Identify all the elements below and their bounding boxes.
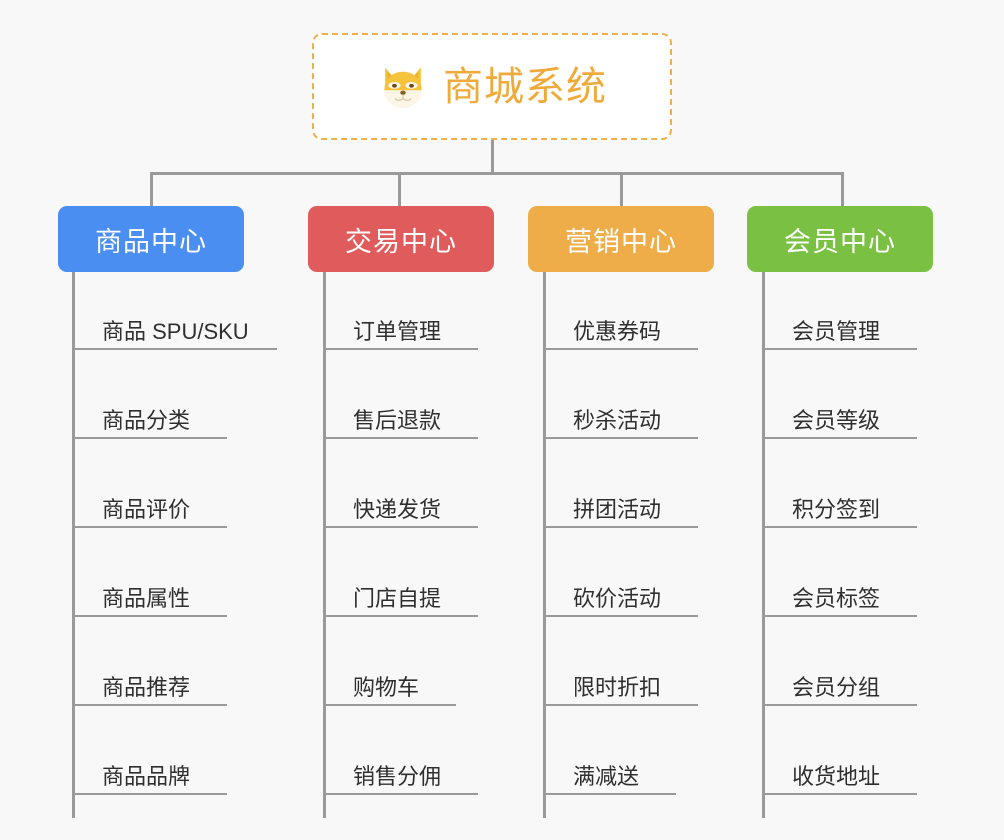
branch-header-4[interactable]: 会员中心 (747, 206, 933, 272)
leaf-label: 订单管理 (353, 319, 442, 344)
leaf-item[interactable]: 商品评价 (72, 484, 227, 528)
leaf-item[interactable]: 拼团活动 (543, 484, 698, 528)
shiba-dog-face-icon (377, 61, 429, 113)
leaf-label: 会员管理 (792, 319, 881, 344)
leaf-label: 门店自提 (353, 586, 442, 611)
leaf-label: 商品属性 (102, 586, 191, 611)
leaf-label: 商品推荐 (102, 675, 191, 700)
leaf-label: 销售分佣 (353, 764, 442, 789)
leaf-item[interactable]: 会员分组 (762, 662, 917, 706)
leaf-label: 拼团活动 (573, 497, 662, 522)
leaf-label: 满减送 (573, 764, 640, 789)
leaf-item[interactable]: 会员管理 (762, 306, 917, 350)
leaf-label: 商品 SPU/SKU (102, 319, 249, 344)
leaf-item[interactable]: 会员标签 (762, 573, 917, 617)
leaf-item[interactable]: 购物车 (323, 662, 456, 706)
leaf-label: 商品评价 (102, 497, 191, 522)
leaf-label: 积分签到 (792, 497, 881, 522)
leaf-item[interactable]: 会员等级 (762, 395, 917, 439)
leaf-label: 会员等级 (792, 408, 881, 433)
branch-header-2[interactable]: 交易中心 (308, 206, 494, 272)
leaf-item[interactable]: 销售分佣 (323, 751, 478, 795)
leaf-label: 限时折扣 (573, 675, 662, 700)
branch-header-3[interactable]: 营销中心 (528, 206, 714, 272)
connector-horizontal-bus (151, 172, 843, 175)
leaf-item[interactable]: 售后退款 (323, 395, 478, 439)
connector-drop-3 (620, 172, 623, 208)
leaf-item[interactable]: 积分签到 (762, 484, 917, 528)
branch-label-1: 商品中心 (95, 226, 207, 257)
leaf-label: 会员分组 (792, 675, 881, 700)
leaf-label: 优惠券码 (573, 319, 662, 344)
leaf-item[interactable]: 门店自提 (323, 573, 478, 617)
branch-trunk-3 (543, 272, 546, 818)
connector-drop-2 (398, 172, 401, 208)
connector-root-stub (491, 140, 494, 174)
leaf-label: 砍价活动 (573, 586, 662, 611)
leaf-item[interactable]: 商品属性 (72, 573, 227, 617)
connector-drop-4 (841, 172, 844, 208)
leaf-item[interactable]: 砍价活动 (543, 573, 698, 617)
branch-label-3: 营销中心 (565, 226, 677, 257)
leaf-item[interactable]: 收货地址 (762, 751, 917, 795)
leaf-label: 商品分类 (102, 408, 191, 433)
leaf-item[interactable]: 商品分类 (72, 395, 227, 439)
leaf-item[interactable]: 订单管理 (323, 306, 478, 350)
leaf-label: 售后退款 (353, 408, 442, 433)
branch-label-4: 会员中心 (784, 226, 896, 257)
root-label: 商城系统 (443, 64, 607, 109)
branch-trunk-1 (72, 272, 75, 818)
leaf-label: 秒杀活动 (573, 408, 662, 433)
leaf-item[interactable]: 满减送 (543, 751, 676, 795)
leaf-item[interactable]: 限时折扣 (543, 662, 698, 706)
connector-drop-1 (150, 172, 153, 208)
leaf-item[interactable]: 秒杀活动 (543, 395, 698, 439)
leaf-item[interactable]: 商品品牌 (72, 751, 227, 795)
branch-trunk-2 (323, 272, 326, 818)
leaf-label: 购物车 (353, 675, 420, 700)
leaf-label: 快递发货 (353, 497, 442, 522)
leaf-label: 商品品牌 (102, 764, 191, 789)
leaf-item[interactable]: 商品推荐 (72, 662, 227, 706)
leaf-label: 收货地址 (792, 764, 881, 789)
leaf-item[interactable]: 商品 SPU/SKU (72, 306, 277, 350)
leaf-item[interactable]: 优惠券码 (543, 306, 698, 350)
branch-trunk-4 (762, 272, 765, 818)
branch-label-2: 交易中心 (345, 226, 457, 257)
root-node[interactable]: 商城系统 (312, 33, 672, 140)
branch-header-1[interactable]: 商品中心 (58, 206, 244, 272)
leaf-item[interactable]: 快递发货 (323, 484, 478, 528)
leaf-label: 会员标签 (792, 586, 881, 611)
